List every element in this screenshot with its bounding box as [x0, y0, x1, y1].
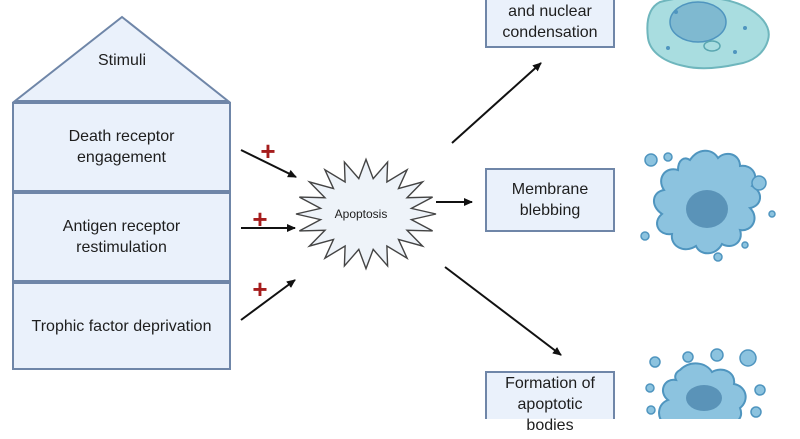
blebbing-cell-illustration	[640, 149, 776, 262]
stimulus-box-antigen-receptor	[12, 192, 231, 282]
arrow-death-receptor-to-apoptosis	[240, 149, 297, 178]
outcome-box-membrane-blebbing	[485, 168, 615, 232]
stimuli-title: Stimuli	[97, 51, 146, 69]
outcome-apoptotic-bodies: Formation of apoptotic bodies	[505, 375, 595, 434]
stimuli-house	[12, 15, 231, 370]
stimulus-trophic-factor: Trophic factor deprivation	[31, 317, 212, 335]
outcome-box-apoptotic-bodies	[485, 371, 615, 419]
arrow-trophic-factor-to-apoptosis	[240, 279, 296, 321]
stimulus-box-trophic-factor	[12, 282, 231, 370]
outcome-box-cell-shrinkage	[485, 0, 615, 48]
stimuli-roof	[12, 15, 231, 102]
apoptosis-starburst	[295, 157, 437, 271]
arrow-apoptosis-to-apoptotic-bodies	[444, 266, 562, 356]
stimulus-antigen-receptor: Antigen receptor restimulation	[62, 218, 181, 256]
plus-sign-trophic-factor: +	[252, 274, 267, 304]
apoptosis-label: Apoptosis	[334, 207, 388, 221]
arrow-apoptosis-to-cell-shrinkage	[451, 62, 542, 144]
shrinking-cell-illustration	[646, 0, 770, 70]
plus-sign-death-receptor: +	[260, 136, 275, 166]
outcome-membrane-blebbing: Membrane blebbing	[511, 181, 589, 219]
apoptotic-bodies-illustration	[645, 348, 766, 419]
outcome-cell-shrinkage: Cell shrinkage and nuclear condensation	[502, 2, 598, 41]
stimulus-box-death-receptor	[12, 102, 231, 192]
stimulus-death-receptor: Death receptor engagement	[68, 128, 175, 166]
plus-sign-antigen-receptor: +	[252, 204, 267, 234]
